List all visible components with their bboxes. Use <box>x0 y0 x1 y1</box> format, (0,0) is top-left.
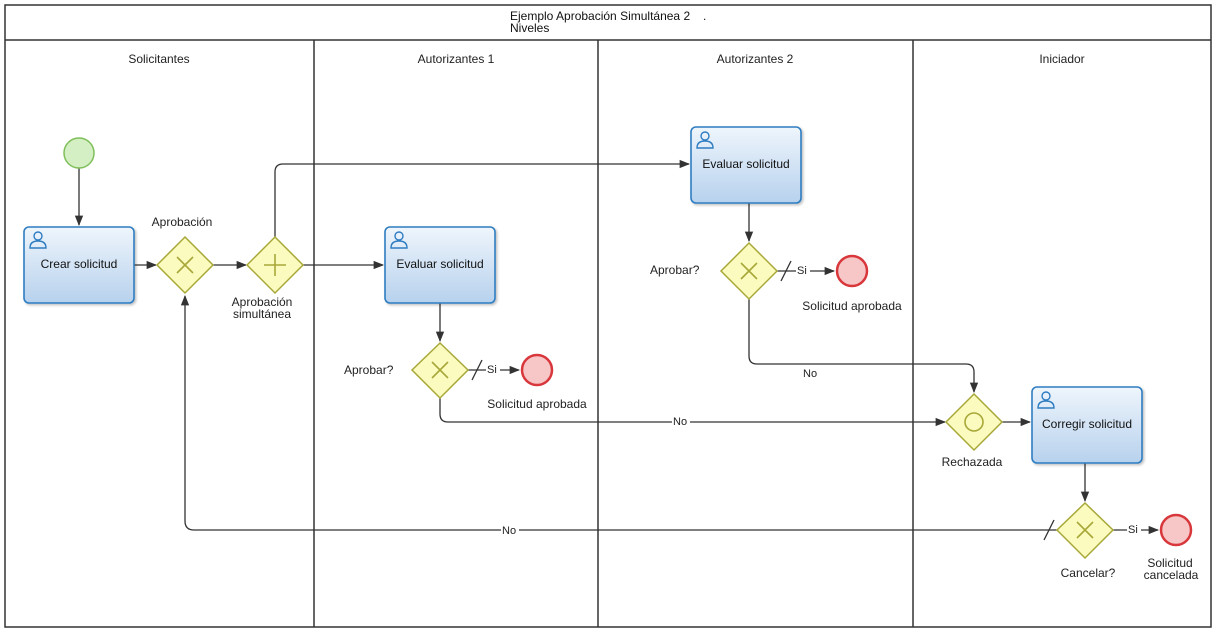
gateway-label-line1: Aprobación <box>232 295 293 309</box>
flow-labels: Si Si Si No No No <box>486 264 1141 537</box>
user-icon <box>29 231 47 249</box>
lane-label-autorizantes-1: Autorizantes 1 <box>418 52 495 66</box>
flow-aprobar1-to-rechazada[interactable] <box>439 398 947 427</box>
end-event-solicitud-cancelada[interactable]: Solicitud cancelada <box>1144 513 1199 582</box>
gateway-label: Aprobación <box>152 215 213 229</box>
gateway-label: Rechazada <box>942 455 1003 469</box>
pool-title-line1: Ejemplo Aprobación Simultánea 2 <box>510 9 690 23</box>
user-icon <box>1037 391 1055 409</box>
gateway-cancelar[interactable]: Cancelar? <box>1055 501 1116 580</box>
end-event-solicitud-aprobada-2[interactable]: Solicitud aprobada <box>802 254 902 313</box>
exclusive-x-icon <box>1076 521 1094 539</box>
gateway-aprobacion-simultanea[interactable]: Aprobación simultánea <box>232 235 305 321</box>
gateway-aprobacion[interactable]: Aprobación <box>152 215 215 295</box>
flow-aprobar2-to-rechazada[interactable] <box>748 299 979 394</box>
flow-label-no-3: No <box>502 525 516 537</box>
gateway-label: Aprobar? <box>650 263 700 277</box>
lanes: Solicitantes Autorizantes 1 Autorizantes… <box>128 40 1085 627</box>
user-icon <box>390 231 408 249</box>
end-event-label: Solicitud aprobada <box>487 397 587 411</box>
flow-label-no-2: No <box>803 368 817 380</box>
exclusive-x-icon <box>431 361 449 379</box>
task-label: Evaluar solicitud <box>702 157 789 171</box>
event-based-circle-icon <box>964 412 984 432</box>
end-event-label-line1: Solicitud <box>1147 556 1192 570</box>
task-label: Evaluar solicitud <box>396 257 483 271</box>
flow-simultanea-to-evaluar2[interactable] <box>274 159 691 237</box>
end-event-solicitud-aprobada-1[interactable]: Solicitud aprobada <box>487 353 587 411</box>
task-evaluar-solicitud-2[interactable]: Evaluar solicitud <box>690 126 802 204</box>
task-crear-solicitud[interactable]: Crear solicitud <box>23 226 135 304</box>
pool[interactable]: Ejemplo Aprobación Simultánea 2 . Nivele… <box>4 4 1212 628</box>
gateway-aprobar-1[interactable]: Aprobar? <box>344 341 470 400</box>
end-event-label: Solicitud aprobada <box>802 299 902 313</box>
gateway-label-line2: simultánea <box>233 307 291 321</box>
task-corregir-solicitud[interactable]: Corregir solicitud <box>1031 386 1143 464</box>
task-label: Corregir solicitud <box>1042 417 1132 431</box>
task-evaluar-solicitud-1[interactable]: Evaluar solicitud <box>384 226 496 304</box>
lane-label-iniciador: Iniciador <box>1039 52 1084 66</box>
lane-label-autorizantes-2: Autorizantes 2 <box>717 52 794 66</box>
gateway-rechazada[interactable]: Rechazada <box>942 392 1004 469</box>
gateway-label: Cancelar? <box>1061 566 1116 580</box>
parallel-plus-icon <box>264 254 286 276</box>
start-event[interactable] <box>63 137 95 169</box>
flow-label-si-2: Si <box>797 265 807 277</box>
flow-label-si-3: Si <box>1128 524 1138 536</box>
pool-title-dot: . <box>703 9 706 23</box>
gateway-label: Aprobar? <box>344 363 394 377</box>
lane-label-solicitantes: Solicitantes <box>128 52 189 66</box>
end-event-label-line2: cancelada <box>1144 568 1199 582</box>
exclusive-x-icon <box>740 262 758 280</box>
user-icon <box>696 131 714 149</box>
flow-cancelar-to-aprobacion[interactable] <box>180 294 1057 531</box>
pool-title-line2: Niveles <box>510 21 549 35</box>
task-label: Crear solicitud <box>41 257 118 271</box>
flow-label-si-1: Si <box>487 364 497 376</box>
gateway-aprobar-2[interactable]: Aprobar? <box>650 241 779 301</box>
flow-label-no-1: No <box>673 416 687 428</box>
exclusive-x-icon <box>176 256 194 274</box>
